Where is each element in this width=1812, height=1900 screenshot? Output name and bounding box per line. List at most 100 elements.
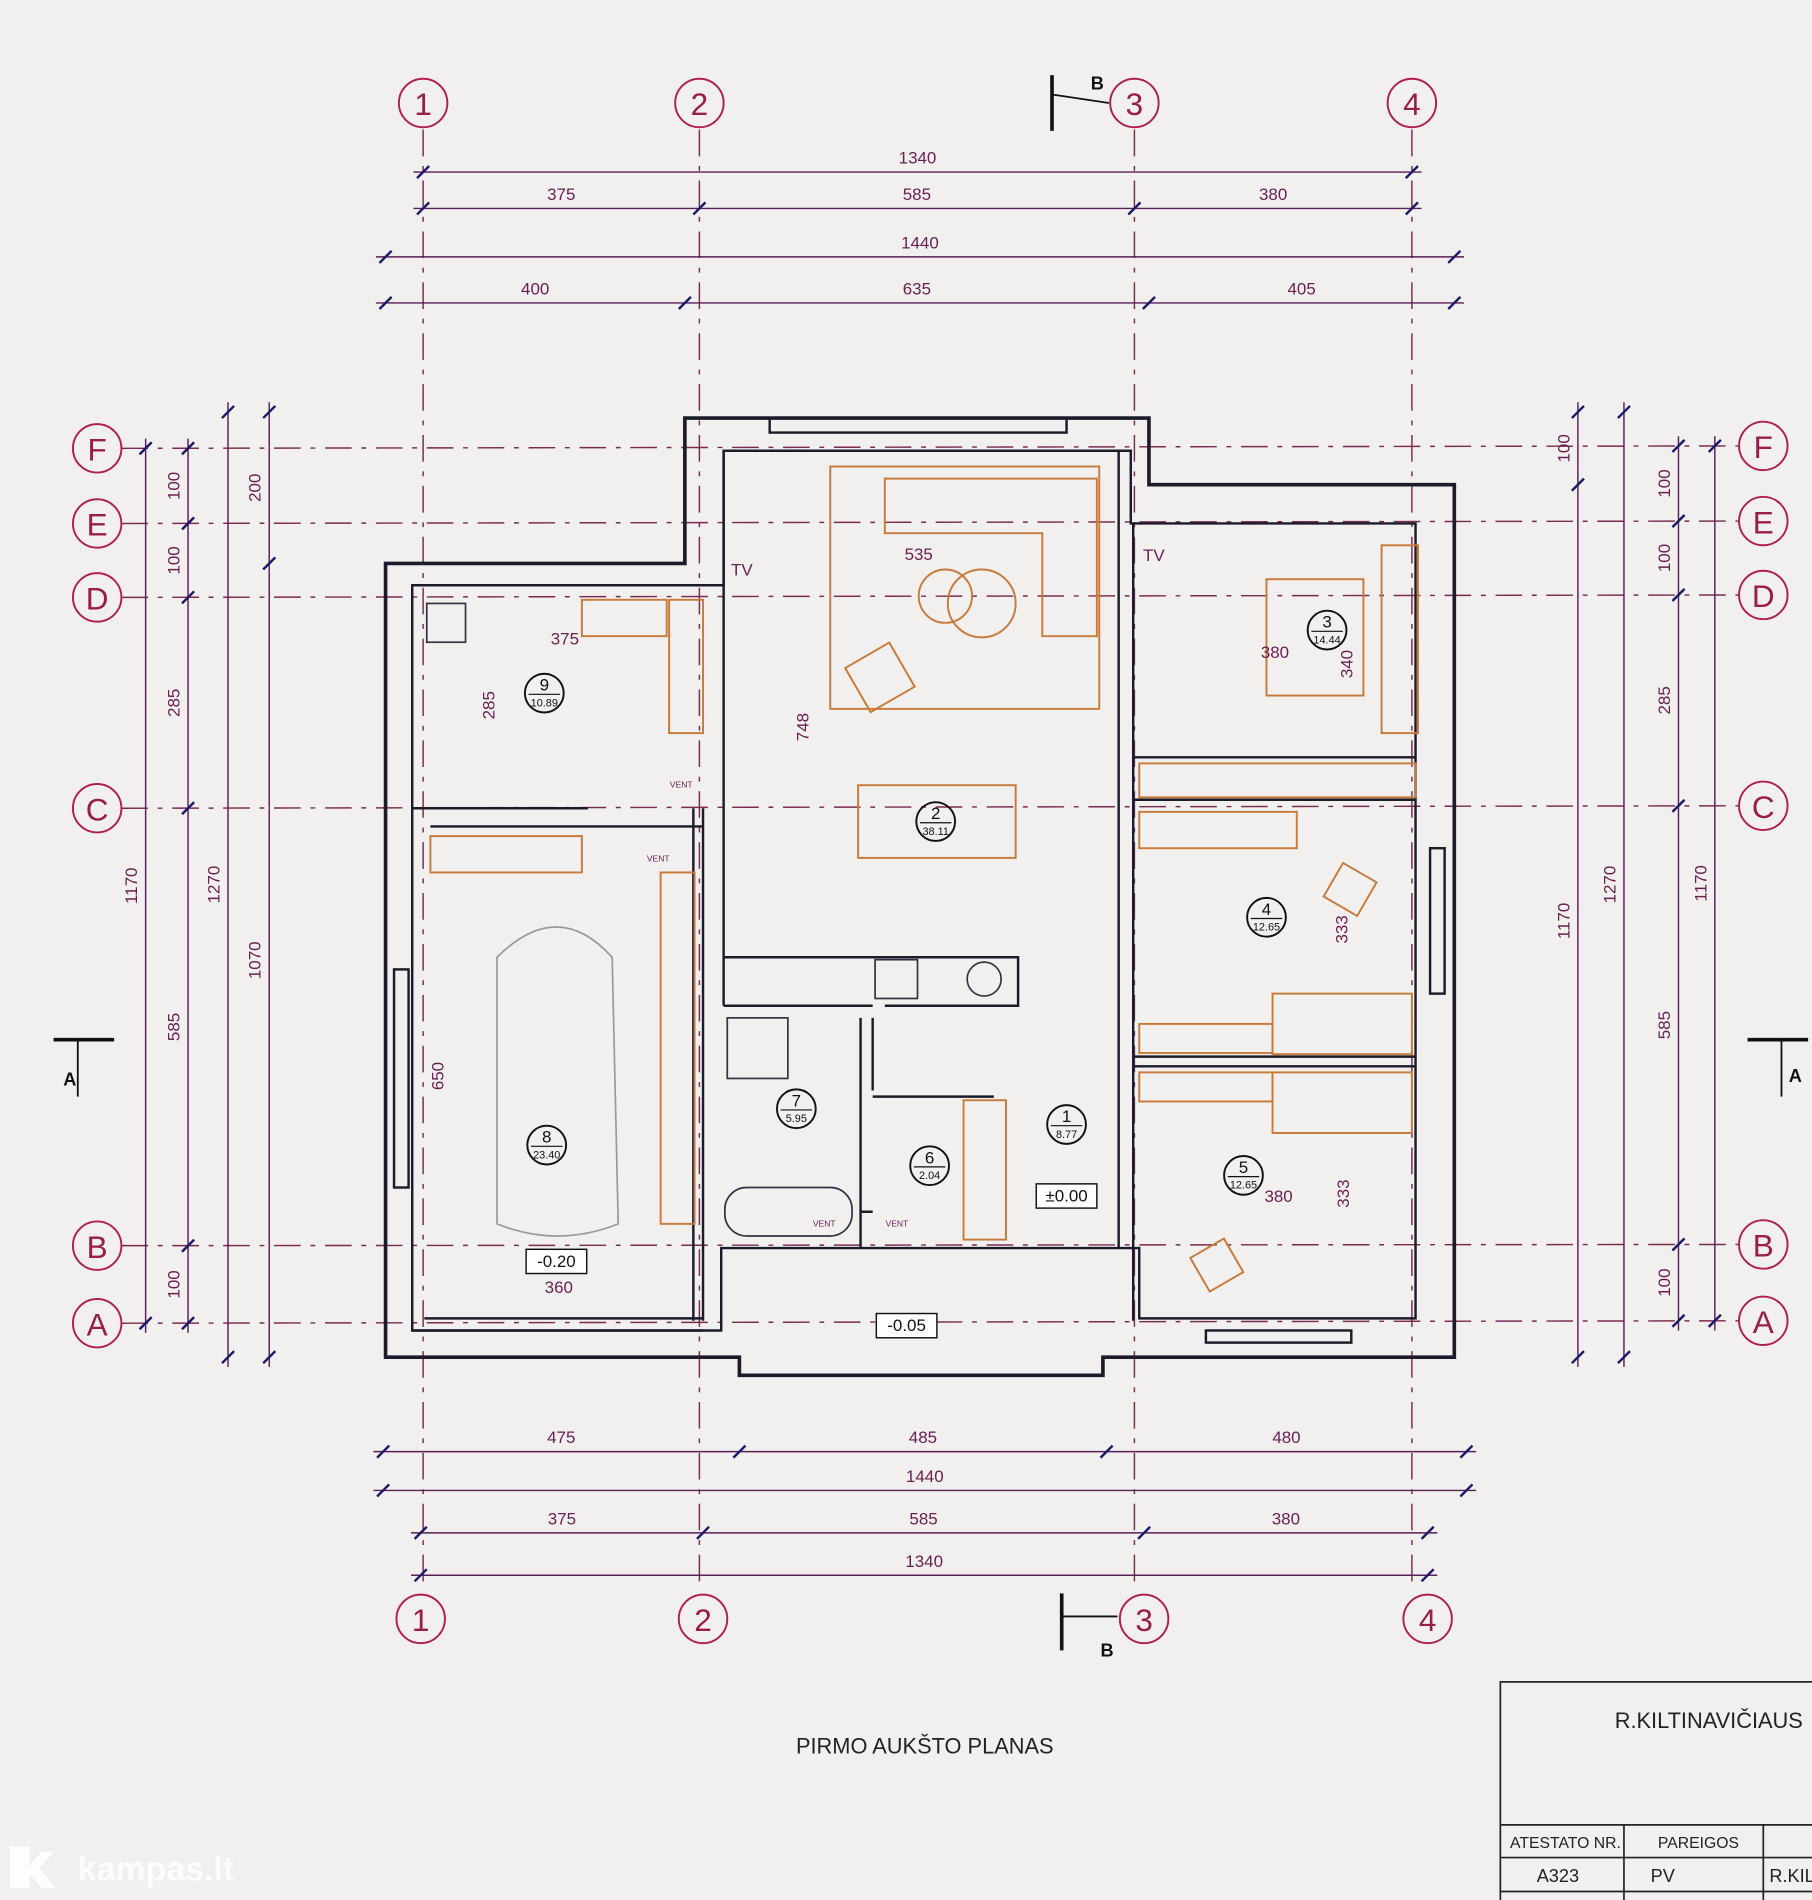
dim-bottom-axes-tick	[1137, 1525, 1152, 1540]
dim-bottom-segments-tick	[732, 1444, 747, 1459]
axis-col-bottom-2-bubble	[677, 1593, 729, 1645]
dim-left-rows-tick	[181, 1238, 195, 1253]
room-area: 2.04	[919, 1170, 940, 1182]
axis-row-right-0-bubble	[1738, 420, 1789, 472]
dim-right-overall-tick	[1617, 1350, 1631, 1365]
room-tag-circle	[915, 801, 957, 842]
dim-right-segments-tick	[1570, 1350, 1585, 1365]
dim-left-segments-tick	[262, 556, 277, 571]
section-label-right: A	[1789, 1066, 1802, 1086]
dim-bottom-segments-label: 475	[547, 1428, 575, 1447]
vent-label: VENT	[886, 1218, 909, 1228]
axis-col-bottom-4: 4	[1419, 1602, 1437, 1638]
bed	[1271, 1071, 1413, 1134]
dining-table	[857, 784, 1017, 859]
grid-lines	[121, 129, 1740, 1588]
title-block-value: R.KIL	[1769, 1866, 1812, 1886]
boiler	[425, 602, 467, 644]
dim-bottom-axes-tick	[1420, 1525, 1435, 1540]
dim-bottom-axes-total-tick	[413, 1568, 428, 1583]
room-tag-circle	[1246, 896, 1287, 938]
bed	[1271, 992, 1413, 1056]
title-block-value: PV	[1651, 1866, 1676, 1886]
axis-col-top-1: 1	[414, 86, 432, 122]
inner-dimension: 748	[793, 713, 812, 741]
axis-col-top-2: 2	[691, 86, 709, 122]
room-tag-circle	[775, 1088, 817, 1130]
dim-bottom-axes-label: 375	[548, 1509, 576, 1528]
room-number: 3	[1322, 613, 1331, 632]
axis-col-top-1-bubble	[397, 77, 449, 129]
bedside	[1380, 544, 1419, 735]
axis-row-left-3: C	[86, 791, 109, 827]
dim-right-rows-tick	[1671, 1313, 1686, 1328]
level-mark: -0.05	[887, 1316, 926, 1335]
axis-row-left-4-bubble	[71, 1220, 123, 1271]
inner-dimension: 380	[1264, 1187, 1292, 1206]
axis-col-top-4-bubble	[1386, 77, 1438, 129]
shower	[726, 1017, 789, 1080]
axis-row-left-5: A	[87, 1306, 108, 1342]
room-tag-circle	[526, 1124, 568, 1166]
dim-top-overall-tick	[378, 249, 393, 264]
vent-label: VENT	[647, 854, 670, 864]
vent-label: VENT	[670, 780, 693, 790]
dim-right-overall-label: 1270	[1600, 866, 1619, 904]
room-area: 10.89	[531, 697, 558, 709]
axis-row-left-4: B	[87, 1229, 108, 1265]
room-number: 7	[792, 1091, 801, 1110]
axis-row-right-3-bubble	[1738, 780, 1789, 832]
kampas-logo-icon	[9, 1846, 56, 1888]
bed	[1265, 578, 1365, 697]
dim-bottom-segments-label: 485	[909, 1428, 937, 1447]
dim-right-rows-label: 100	[1655, 469, 1674, 497]
dim-left-rows-tick	[181, 441, 195, 456]
level-box	[1035, 1183, 1098, 1209]
axis-col-bottom-3: 3	[1135, 1602, 1153, 1638]
inner-dimension: 360	[545, 1278, 573, 1297]
dim-top-segments-tick	[1142, 296, 1156, 310]
axis-row-left-2-bubble	[71, 572, 123, 623]
dim-bottom-segments-tick	[1459, 1444, 1474, 1459]
section-label-left: A	[63, 1070, 76, 1090]
dim-left-segments-label: 200	[246, 474, 265, 502]
armchair	[843, 641, 917, 714]
inner-dimension: 380	[1261, 643, 1289, 662]
axis-line-row	[121, 1320, 1740, 1324]
dim-top-axes-total-tick	[416, 165, 431, 179]
coffee-table	[946, 568, 1017, 639]
dim-bottom-axes-tick	[413, 1525, 428, 1540]
room-area: 12.65	[1230, 1180, 1257, 1192]
axis-col-bottom-1: 1	[412, 1602, 430, 1638]
inner-dimension: 285	[480, 691, 499, 719]
axis-col-top-4: 4	[1403, 86, 1421, 122]
dim-left-overall-tick	[221, 1350, 235, 1365]
section-label-top: B	[1091, 74, 1104, 94]
axis-col-bottom-4-bubble	[1402, 1593, 1453, 1645]
coffee-table	[917, 568, 974, 624]
dim-right-rows-label: 585	[1655, 1011, 1674, 1039]
living-rug	[829, 465, 1101, 710]
room-number: 1	[1062, 1107, 1071, 1126]
dim-right-rows-label: 100	[1655, 544, 1674, 572]
axis-row-right-5: A	[1753, 1304, 1774, 1340]
axis-row-right-1: E	[1753, 504, 1774, 540]
dim-right-segments-tick	[1570, 477, 1585, 492]
axis-row-left-1: E	[87, 507, 108, 543]
dim-right-axes-total-label: 1170	[1691, 865, 1710, 901]
axis-row-left-5-bubble	[71, 1298, 123, 1349]
room-tag-circle	[1046, 1104, 1087, 1145]
dim-top-axes-tick	[1404, 201, 1419, 216]
dim-left-rows-label: 100	[165, 546, 184, 574]
dim-left-axes-total-tick	[138, 441, 153, 456]
dim-right-rows-tick	[1671, 588, 1686, 602]
axis-col-bottom-2: 2	[694, 1602, 712, 1638]
car-outline	[496, 926, 620, 1237]
plan-title: PIRMO AUKŠTO PLANAS	[796, 1733, 1054, 1758]
dim-bottom-axes-total-label: 1340	[905, 1552, 943, 1571]
axis-col-top-3: 3	[1126, 86, 1144, 122]
dim-left-overall-tick	[221, 405, 235, 419]
axis-line-row	[121, 520, 1740, 525]
